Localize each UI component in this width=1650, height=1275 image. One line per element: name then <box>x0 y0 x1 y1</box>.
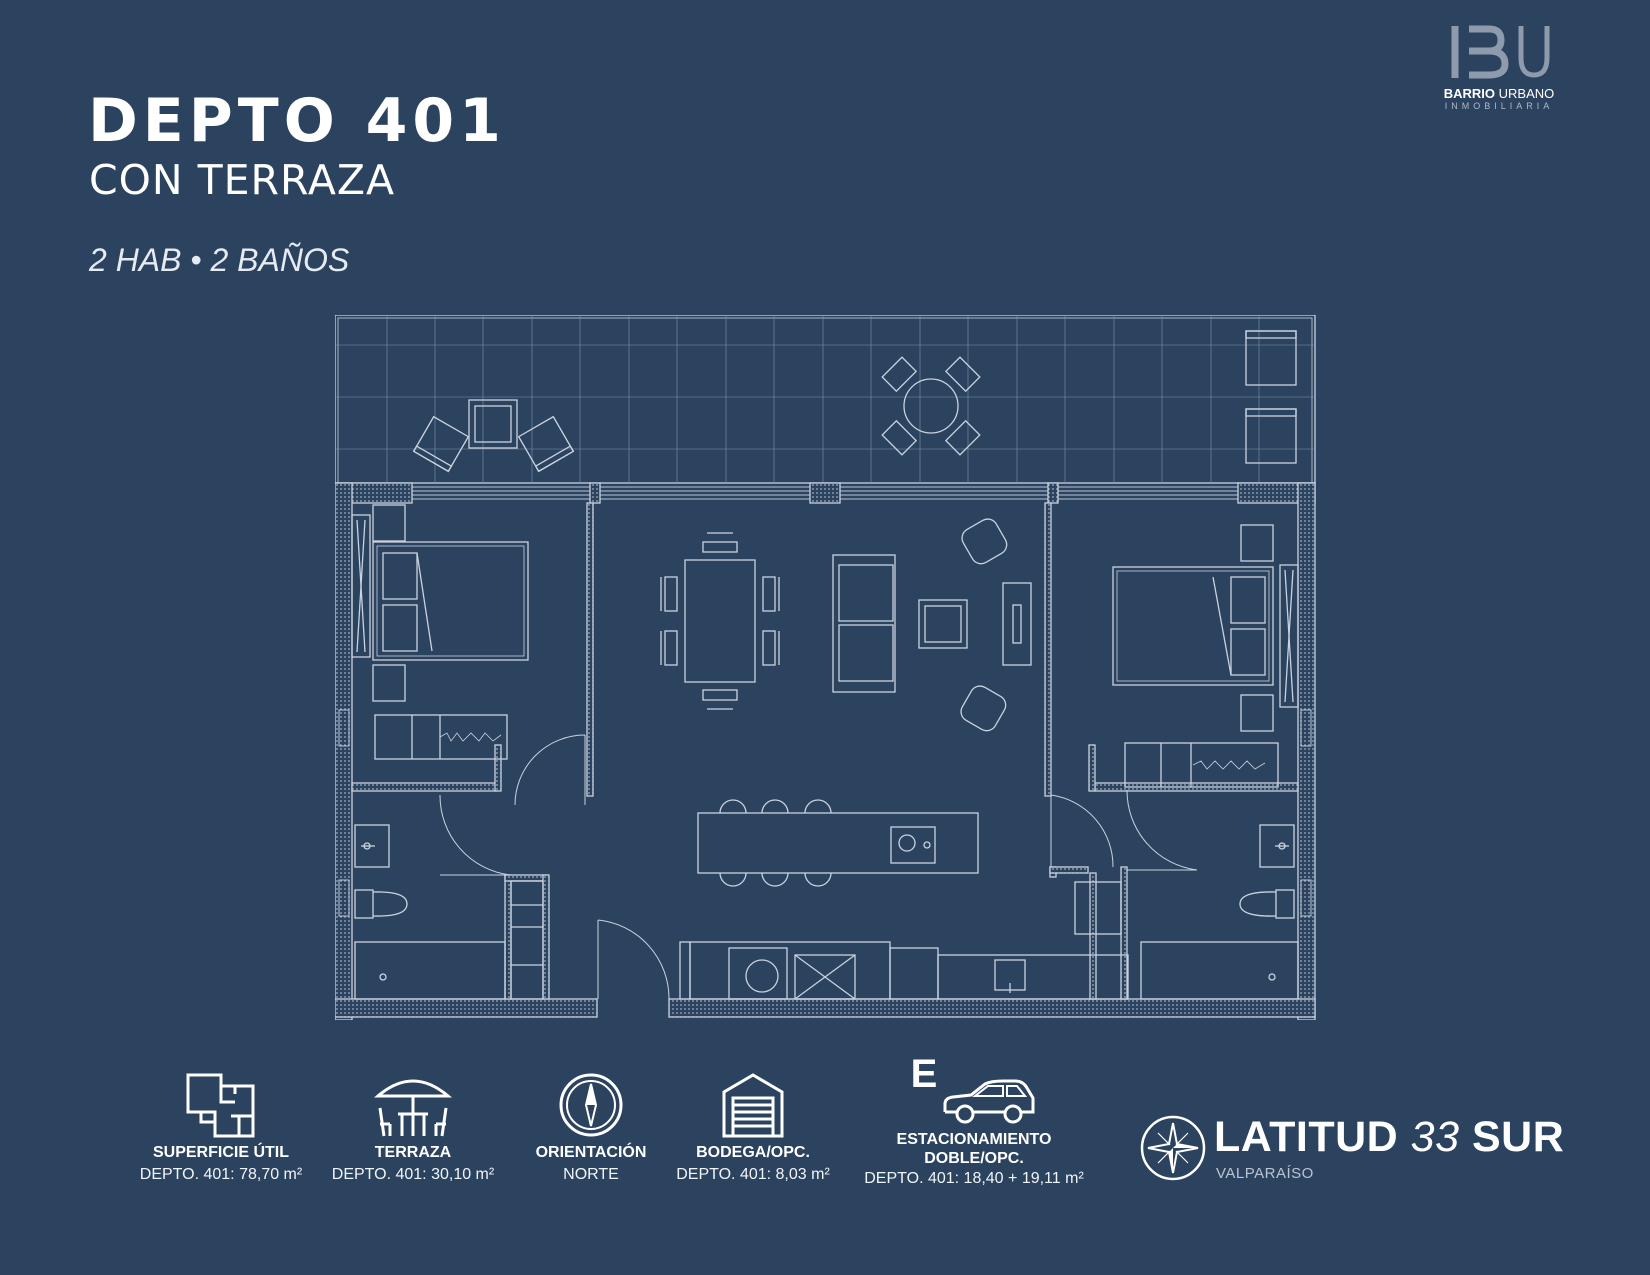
feature-terraza: TERRAZA DEPTO. 401: 30,10 m² <box>328 1058 498 1184</box>
feature-estacionamiento: E ESTACIONAMIENTO DOBLE/OPC. DEPTO. 401:… <box>858 1052 1090 1188</box>
feature-superficie: SUPERFICIE ÚTIL DEPTO. 401: 78,70 m² <box>136 1058 306 1184</box>
feature-value: DEPTO. 401: 78,70 m² <box>139 1166 303 1183</box>
hall-closet <box>510 880 544 1000</box>
left-bathroom <box>354 824 506 1000</box>
feature-label: SUPERFICIE ÚTIL <box>152 1144 289 1161</box>
feature-value: DEPTO. 401: 8,03 m² <box>676 1166 830 1183</box>
kitchen-counter <box>679 881 1129 1000</box>
doors <box>439 734 1198 1000</box>
terrace-chairs-icon <box>1245 330 1297 464</box>
left-bedroom <box>351 504 529 760</box>
exterior-walls <box>335 482 1316 1020</box>
round-table-icon <box>881 356 981 456</box>
living-room-furniture <box>832 518 1032 732</box>
interior-walls <box>351 502 1299 1000</box>
floorplan-icon <box>186 1073 255 1138</box>
compass-rose-icon <box>1140 1115 1206 1181</box>
windows <box>338 486 1312 917</box>
page-subtitle: CON TERRAZA <box>89 156 396 204</box>
dining-table-icon <box>660 532 780 710</box>
car-icon <box>943 1079 1035 1124</box>
compass-icon <box>559 1073 623 1137</box>
bu-logo-mark-icon <box>1451 25 1550 79</box>
logo-tagline: INMOBILIARIA <box>1444 101 1554 111</box>
page-title: DEPTO 401 <box>88 86 506 156</box>
right-bedroom <box>1112 524 1299 788</box>
feature-label: BODEGA/OPC. <box>696 1144 810 1161</box>
feature-value: NORTE <box>563 1166 619 1183</box>
feature-label: ESTACIONAMIENTO DOBLE/OPC. <box>896 1131 1052 1167</box>
feature-label: ORIENTACIÓN <box>535 1144 647 1161</box>
lounge-set-icon <box>412 399 575 473</box>
terrace-area <box>335 315 1316 484</box>
barrio-urbano-logo: BARRIO URBANO INMOBILIARIA <box>1434 24 1564 111</box>
parking-badge: E <box>910 1052 938 1096</box>
rooms-summary: 2 HAB • 2 BAÑOS <box>89 242 350 278</box>
garage-icon <box>722 1073 784 1138</box>
feature-label: TERRAZA <box>374 1144 452 1161</box>
right-bathroom <box>1140 824 1299 1000</box>
brand-place: VALPARAÍSO <box>1216 1165 1314 1182</box>
brand-name: LATITUD 33 SUR <box>1214 1113 1565 1161</box>
feature-bodega: BODEGA/OPC. DEPTO. 401: 8,03 m² <box>668 1058 838 1184</box>
feature-orientacion: ORIENTACIÓN NORTE <box>516 1058 666 1184</box>
feature-value: DEPTO. 401: 30,10 m² <box>331 1166 495 1183</box>
kitchen-island-icon <box>697 799 979 887</box>
feature-value: DEPTO. 401: 18,40 + 19,11 m² <box>864 1170 1084 1187</box>
floor-plan <box>335 315 1316 1020</box>
logo-name: BARRIO URBANO <box>1443 86 1555 101</box>
parasol-icon <box>374 1079 452 1137</box>
